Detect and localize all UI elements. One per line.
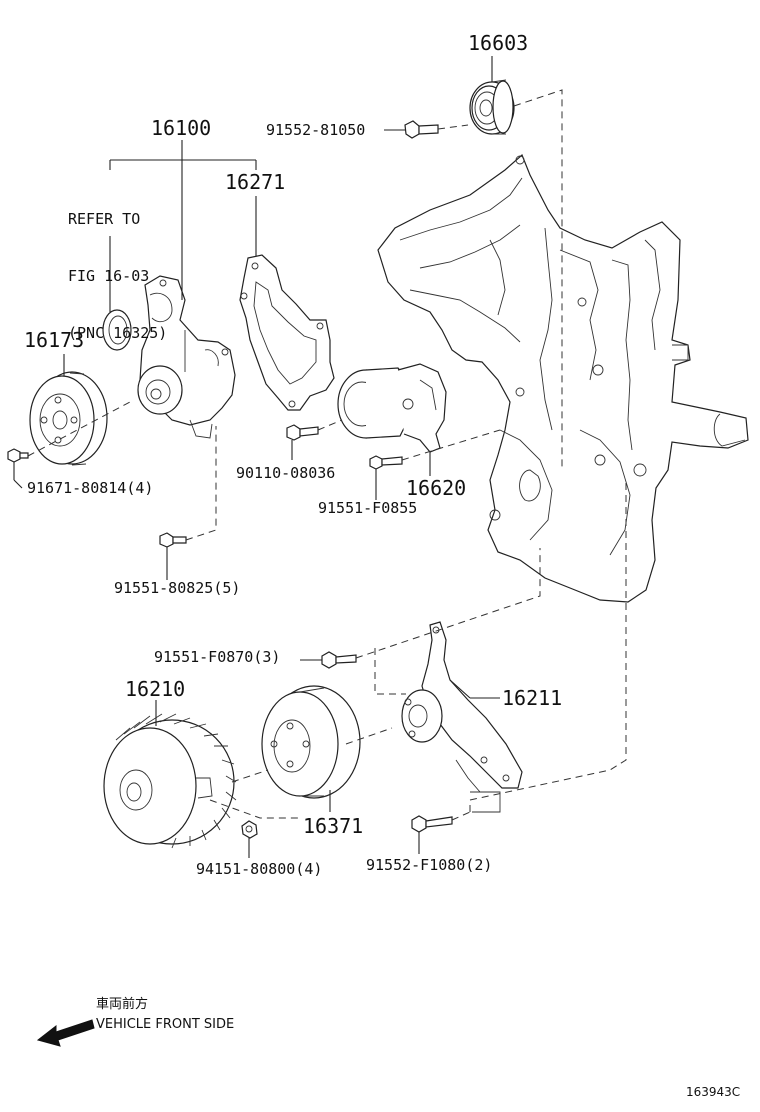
part-number-16620: 16620	[406, 476, 467, 500]
arrow-left-down-icon	[36, 1019, 95, 1047]
bolt-number-91671-80814: 91671-80814(4)	[27, 479, 154, 497]
bolt-number-91552-81050: 91552-81050	[266, 121, 366, 139]
part-number-16210: 16210	[125, 677, 186, 701]
timing-cover-drawing	[377, 153, 749, 603]
bolt-91552-81050-drawing	[404, 120, 439, 139]
alignment-dashes	[27, 89, 627, 821]
gasket-drawing	[239, 254, 335, 411]
bolt-91671-80814-drawing	[7, 448, 29, 463]
stud-90110-08036-drawing	[286, 424, 319, 441]
part-number-16211: 16211	[502, 686, 563, 710]
nut-number-94151-80800: 94151-80800(4)	[196, 860, 323, 878]
direction-label-jp: 車両前方	[96, 997, 149, 1012]
bolt-number-91552-F1080: 91552-F1080(2)	[366, 856, 493, 874]
bolt-91551-F0855-drawing	[369, 455, 403, 470]
refer-line-2: FIG 16-03	[68, 267, 150, 285]
fan-clutch-drawing	[103, 713, 237, 849]
bracket-drawing	[401, 621, 523, 813]
pump-pulley-drawing	[29, 371, 108, 466]
refer-line-3: (PNC 16325)	[68, 324, 168, 342]
nut-94151-80800-drawing	[241, 820, 258, 839]
leader-lines	[13, 56, 500, 858]
direction-label-en: VEHICLE FRONT SIDE	[96, 1017, 235, 1032]
bolt-number-90110-08036: 90110-08036	[236, 464, 336, 482]
part-number-16603: 16603	[468, 31, 529, 55]
bolt-91551-F0870-drawing	[321, 651, 357, 669]
bolt-91551-80825-drawing	[159, 532, 187, 548]
part-number-16271: 16271	[225, 170, 286, 194]
tensioner-drawing	[337, 363, 447, 453]
fan-pulley-drawing	[261, 685, 361, 799]
idler-pulley-drawing	[469, 79, 515, 135]
water-pump-drawing	[137, 275, 236, 439]
bolt-number-91551-F0855: 91551-F0855	[318, 499, 418, 517]
bolt-91552-F1080-drawing	[411, 815, 453, 833]
refer-to-note: REFER TO FIG 16-03 (PNC 16325)	[68, 172, 167, 381]
o-ring-drawing	[102, 309, 132, 351]
figure-code: 163943C	[686, 1085, 741, 1099]
bolt-number-91551-F0870: 91551-F0870(3)	[154, 648, 281, 666]
part-number-16173: 16173	[24, 328, 85, 352]
part-number-16100: 16100	[151, 116, 212, 140]
bolt-number-91551-80825: 91551-80825(5)	[114, 579, 241, 597]
part-number-16371: 16371	[303, 814, 364, 838]
refer-line-1: REFER TO	[68, 210, 141, 228]
